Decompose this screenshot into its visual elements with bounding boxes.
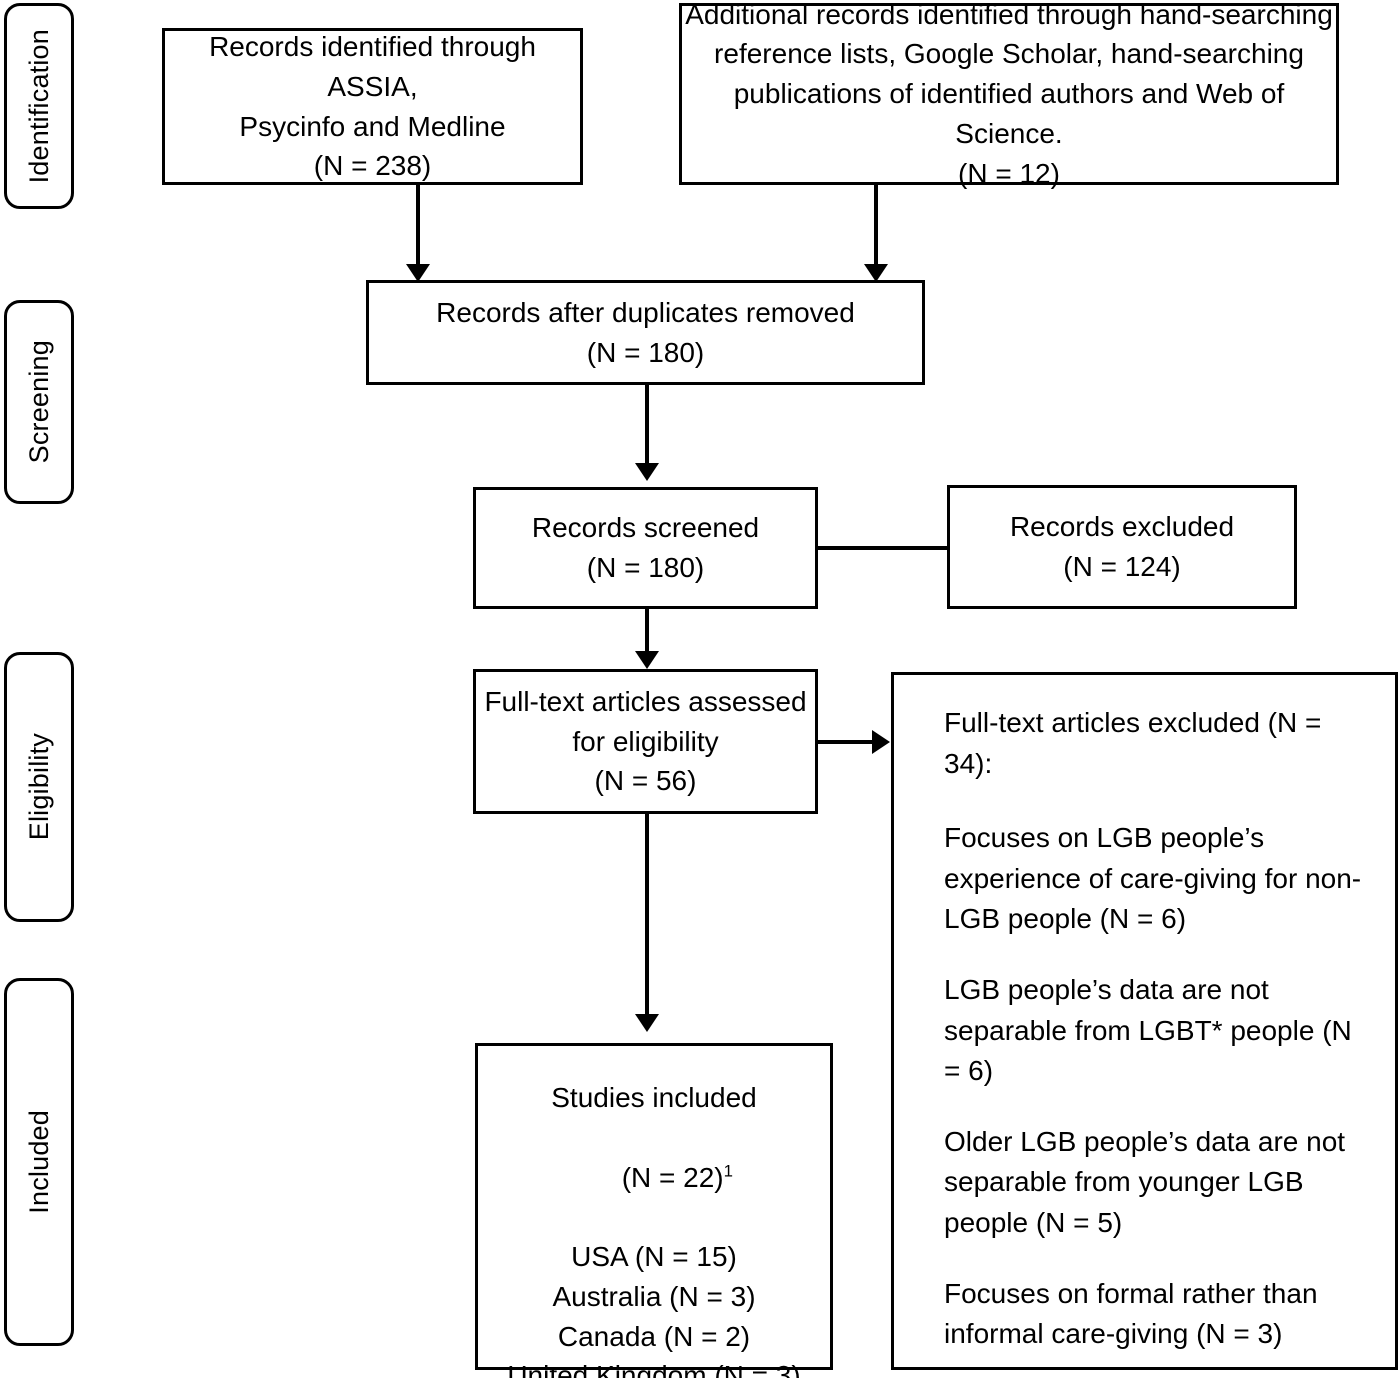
connector-additional-to-duplicates — [874, 185, 878, 272]
records-excluded-count: (N = 124) — [1063, 551, 1181, 582]
additional-records-count: (N = 12) — [958, 157, 1060, 189]
fulltext-assessed-count: (N = 56) — [594, 765, 697, 797]
records-identified-line2: Psycinfo and Medline — [239, 110, 506, 142]
fulltext-assessed-line1: Full-text articles assessed — [484, 685, 807, 717]
studies-included-country-canada: Canada (N = 2) — [557, 1320, 751, 1352]
connector-fulltext-to-included — [645, 814, 649, 1022]
box-studies-included: Studies included (N = 22)1 USA (N = 15) … — [475, 1043, 833, 1378]
records-screened-count: (N = 180) — [586, 552, 705, 583]
stage-tab-eligibility: Eligibility — [4, 652, 74, 922]
stage-label-eligibility: Eligibility — [23, 733, 54, 841]
stage-tab-identification: Identification — [4, 3, 74, 209]
connector-fulltext-to-excluded — [818, 740, 878, 744]
studies-included-line1: Studies included — [551, 1082, 757, 1113]
connector-identified-to-duplicates — [416, 185, 420, 272]
connector-duplicates-to-screened — [645, 385, 649, 471]
fulltext-excluded-reason-3: Older LGB people’s data are not separabl… — [944, 1125, 1353, 1238]
additional-records-line1: Additional records identified through ha… — [685, 0, 1333, 30]
records-identified-line1: Records identified through ASSIA, — [209, 31, 543, 102]
studies-included-footnote-marker: 1 — [723, 1161, 733, 1181]
studies-included-country-australia: Australia (N = 3) — [552, 1280, 756, 1312]
additional-records-line3: publications of identified authors and W… — [733, 78, 1293, 149]
studies-included-country-uk: United Kingdom (N = 3) — [507, 1360, 801, 1378]
duplicates-removed-count: (N = 180) — [586, 336, 705, 368]
stage-label-included: Included — [23, 1110, 54, 1214]
box-fulltext-excluded: Full-text articles excluded (N = 34): Fo… — [891, 672, 1398, 1370]
box-additional-records: Additional records identified through ha… — [679, 0, 1339, 189]
studies-included-count-main: (N = 22) — [621, 1161, 724, 1193]
box-records-screened: Records screened (N = 180) — [473, 487, 818, 609]
box-fulltext-assessed: Full-text articles assessed for eligibil… — [473, 669, 818, 814]
stage-tab-screening: Screening — [4, 300, 74, 504]
studies-included-country-usa: USA (N = 15) — [571, 1241, 737, 1272]
arrowhead-identified-to-duplicates — [406, 264, 430, 282]
box-duplicates-removed: Records after duplicates removed (N = 18… — [366, 280, 925, 385]
fulltext-assessed-line2: for eligibility — [572, 725, 719, 757]
stage-label-screening: Screening — [23, 340, 54, 464]
records-screened-line1: Records screened — [531, 512, 760, 544]
fulltext-excluded-reason-1: Focuses on LGB people’s experience of ca… — [944, 822, 1362, 935]
arrowhead-screened-to-fulltext — [635, 651, 659, 669]
fulltext-excluded-reason-2: LGB people’s data are not separable from… — [944, 973, 1360, 1087]
fulltext-excluded-reason-4: Focuses on formal rather than informal c… — [944, 1277, 1326, 1350]
arrowhead-additional-to-duplicates — [864, 264, 888, 282]
stage-tab-included: Included — [4, 978, 74, 1346]
arrowhead-fulltext-to-excluded — [872, 730, 890, 754]
connector-screened-to-excluded — [818, 546, 970, 550]
studies-included-count: (N = 22)1 — [575, 1118, 733, 1237]
stage-label-identification: Identification — [23, 28, 54, 184]
additional-records-line2: reference lists, Google Scholar, hand-se… — [714, 38, 1304, 70]
connector-screened-to-fulltext — [645, 609, 649, 657]
fulltext-excluded-heading: Full-text articles excluded (N = 34): — [944, 707, 1330, 779]
duplicates-removed-line1: Records after duplicates removed — [436, 296, 855, 328]
arrowhead-duplicates-to-screened — [635, 463, 659, 481]
box-records-excluded: Records excluded (N = 124) — [947, 485, 1297, 609]
records-identified-count: (N = 238) — [313, 150, 432, 182]
arrowhead-fulltext-to-included — [635, 1014, 659, 1032]
box-records-identified: Records identified through ASSIA, Psycin… — [162, 28, 583, 185]
records-excluded-line1: Records excluded — [1009, 511, 1235, 543]
